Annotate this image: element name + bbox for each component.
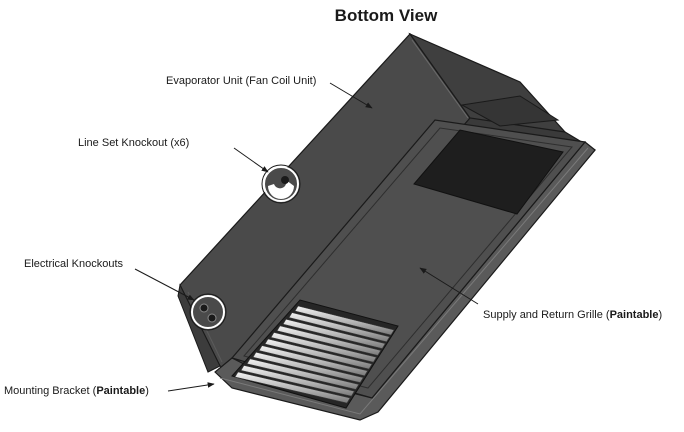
louver-slat	[252, 351, 364, 383]
louver-slat	[246, 358, 360, 390]
electrical-leader	[134, 268, 195, 301]
louver-slat	[264, 338, 373, 370]
mounting-bracket	[214, 141, 596, 421]
line-set-leader	[233, 147, 269, 173]
bracket-label-paintable: Paintable	[96, 385, 145, 397]
grille-leader	[419, 267, 479, 305]
bracket-label-suffix: )	[145, 385, 149, 397]
louver-slat	[276, 325, 382, 356]
louver-slat	[258, 345, 369, 377]
return-louvers	[234, 305, 395, 404]
louver-slat	[234, 371, 351, 404]
electrical-label: Electrical Knockouts	[24, 258, 124, 270]
supply-vent-opening	[413, 129, 564, 215]
louver-slat	[288, 312, 391, 343]
electrical-knockouts	[189, 293, 227, 331]
page-title: Bottom View	[335, 6, 438, 25]
evaporator-label: Evaporator Unit (Fan Coil Unit)	[166, 75, 316, 87]
louver-slat	[270, 332, 377, 363]
grille-label: Supply and Return Grille (Paintable)	[483, 309, 662, 321]
evaporator-leader	[329, 82, 373, 109]
line-set-knockout	[261, 164, 301, 204]
grille-label-paintable: Paintable	[610, 309, 659, 321]
line-set-label: Line Set Knockout (x6)	[78, 137, 189, 149]
bracket-label-prefix: Mounting Bracket (	[4, 385, 97, 397]
louver-slat	[240, 365, 355, 397]
louver-slat	[282, 318, 386, 349]
bracket-leader	[167, 382, 215, 392]
louver-slat	[294, 305, 395, 336]
bracket-label: Mounting Bracket (Paintable)	[4, 385, 149, 397]
grille-label-prefix: Supply and Return Grille (	[483, 309, 610, 321]
grille-label-suffix: )	[658, 309, 662, 321]
